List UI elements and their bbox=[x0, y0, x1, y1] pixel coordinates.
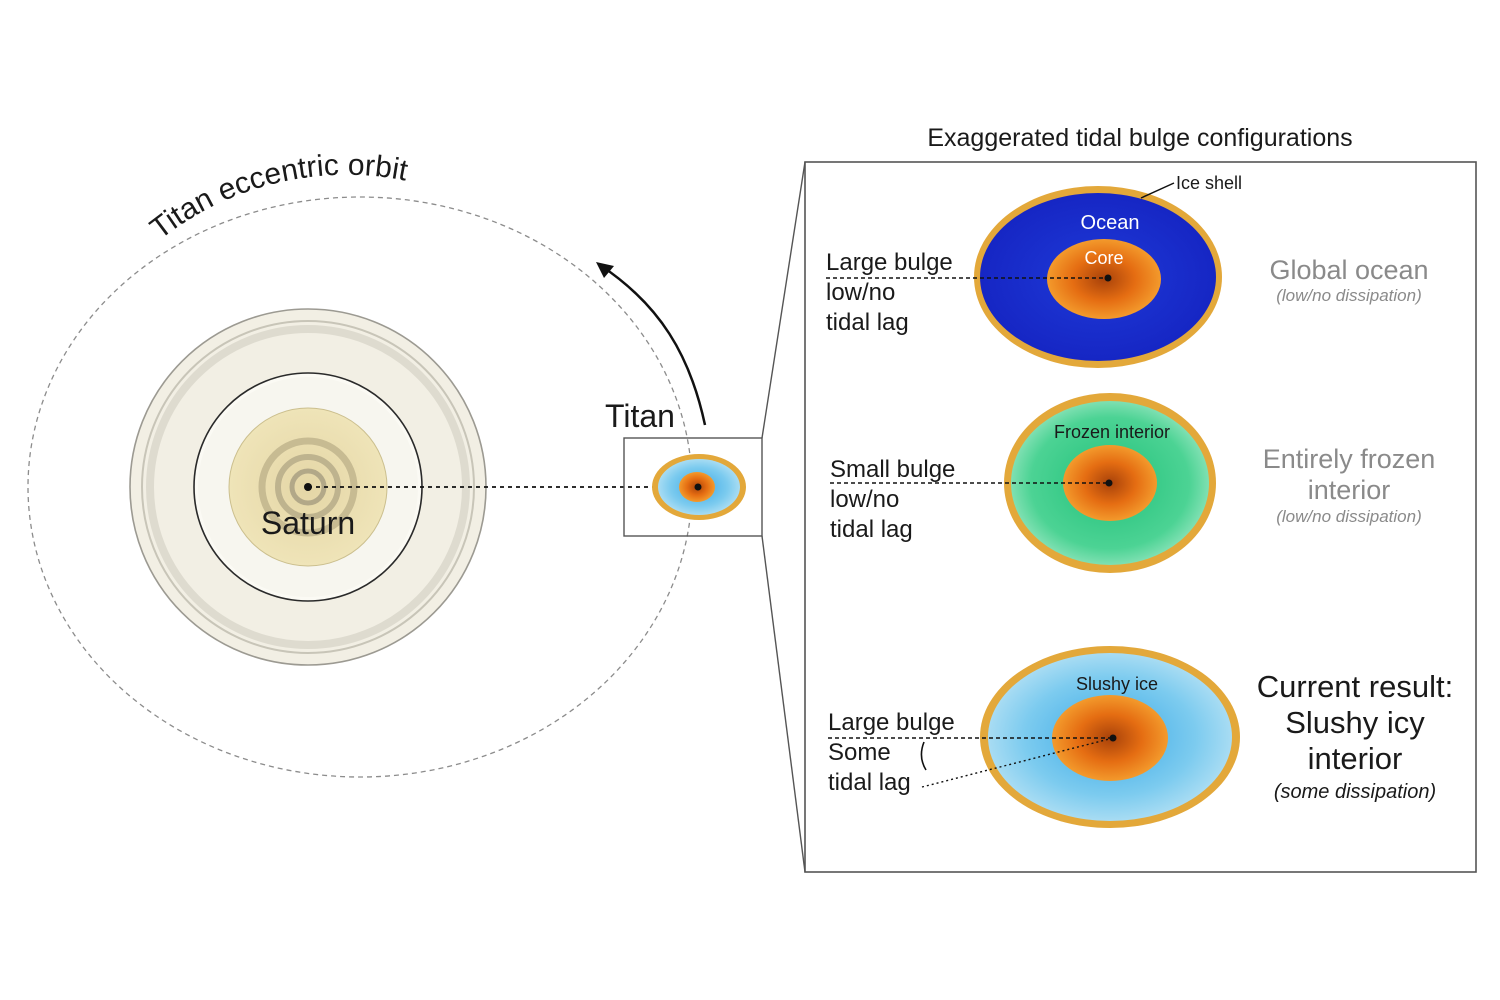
result-text-3b: Slushy icy bbox=[1285, 705, 1425, 740]
bulge-text-2b: low/no bbox=[830, 486, 899, 513]
result-text-2a: Entirely frozen bbox=[1263, 444, 1436, 474]
ice-shell-pointer bbox=[1140, 182, 1175, 199]
titan-group: Titan bbox=[605, 398, 763, 537]
bulge-text-3c: tidal lag bbox=[828, 769, 911, 796]
center-dot-2 bbox=[1105, 479, 1113, 487]
panel-title: Exaggerated tidal bulge configurations bbox=[927, 124, 1352, 152]
titan-center-dot bbox=[694, 483, 702, 491]
config-global-ocean: Ocean Core Ice shell Large bulge low/no … bbox=[826, 173, 1429, 368]
dissipation-text-2: (low/no dissipation) bbox=[1276, 507, 1422, 526]
center-dot-3 bbox=[1109, 734, 1117, 742]
bulge-text-1a: Large bulge bbox=[826, 249, 953, 276]
lag-angle-arc bbox=[920, 741, 927, 771]
config-slushy-interior: Slushy ice Large bulge Some tidal lag Cu… bbox=[828, 646, 1453, 828]
config-entirely-frozen: Frozen interior Small bulge low/no tidal… bbox=[830, 393, 1435, 573]
dissipation-text-3: (some dissipation) bbox=[1274, 781, 1436, 803]
saturn-ring-band-a bbox=[141, 320, 475, 654]
result-text-3a: Current result: bbox=[1257, 669, 1453, 704]
ocean-label: Ocean bbox=[1081, 212, 1140, 234]
saturn-ring-band-b bbox=[146, 325, 470, 649]
bulge-text-3b: Some bbox=[828, 739, 891, 766]
dissipation-text-1: (low/no dissipation) bbox=[1276, 286, 1422, 305]
saturn-band-2 bbox=[275, 454, 341, 520]
ice-shell-label: Ice shell bbox=[1176, 173, 1242, 193]
result-text-1: Global ocean bbox=[1269, 255, 1428, 285]
result-text-2b: interior bbox=[1308, 475, 1391, 505]
core-label: Core bbox=[1084, 248, 1123, 268]
bulge-text-1b: low/no bbox=[826, 279, 895, 306]
config-panel bbox=[804, 161, 1477, 873]
orbit-direction-arrow bbox=[599, 263, 707, 426]
titan-label: Titan bbox=[605, 398, 675, 434]
result-text-3c: interior bbox=[1308, 741, 1403, 776]
saturn-band-1 bbox=[258, 437, 358, 537]
slushy-label: Slushy ice bbox=[1076, 674, 1158, 694]
bulge-text-3a: Large bulge bbox=[828, 709, 955, 736]
bulge-text-2a: Small bulge bbox=[830, 456, 955, 483]
zoom-line-bottom bbox=[761, 535, 806, 873]
bulge-text-1c: tidal lag bbox=[826, 309, 909, 336]
zoom-line-top bbox=[761, 161, 806, 439]
orbit-arrowhead bbox=[596, 262, 614, 278]
saturn-label: Saturn bbox=[261, 505, 355, 541]
saturn-group: Saturn bbox=[129, 308, 487, 666]
frozen-label: Frozen interior bbox=[1054, 422, 1170, 442]
titan-zoom-box bbox=[623, 437, 763, 537]
bulge-text-2c: tidal lag bbox=[830, 516, 913, 543]
core-1 bbox=[1047, 239, 1161, 319]
